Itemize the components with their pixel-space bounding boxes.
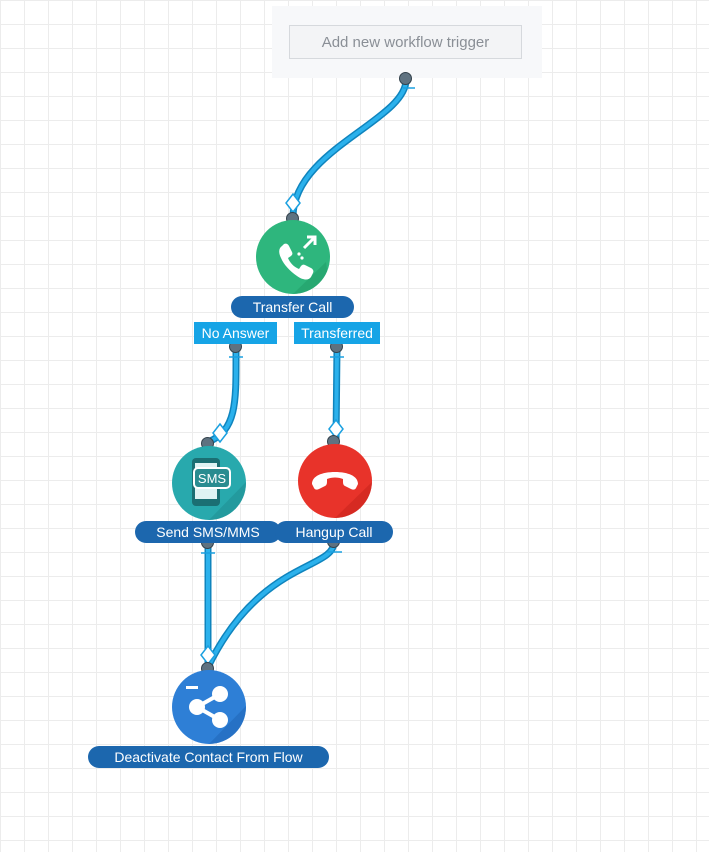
sms-phone-icon: SMS (192, 458, 246, 520)
deactivate-contact-label[interactable]: Deactivate Contact From Flow (88, 746, 329, 768)
trigger-panel: Add new workflow trigger (272, 6, 542, 78)
branch-no-answer[interactable]: No Answer (194, 322, 277, 344)
share-minus-icon (186, 686, 246, 744)
input-diamond-sms (212, 422, 228, 444)
send-sms-label[interactable]: Send SMS/MMS (135, 521, 281, 543)
phone-transfer-icon (279, 235, 330, 294)
deactivate-contact-node[interactable] (172, 670, 246, 744)
connector-trigger-transfer (289, 76, 410, 220)
hangup-call-node[interactable] (298, 444, 372, 518)
add-trigger-button[interactable]: Add new workflow trigger (289, 25, 522, 59)
port-trigger-out[interactable] (399, 72, 412, 85)
transfer-call-node[interactable] (256, 220, 330, 294)
hangup-phone-icon (312, 472, 372, 518)
sms-icon-text: SMS (198, 471, 227, 486)
transfer-call-label[interactable]: Transfer Call (231, 296, 354, 318)
hangup-call-label[interactable]: Hangup Call (275, 521, 393, 543)
branch-transferred[interactable]: Transferred (294, 322, 380, 344)
send-sms-node[interactable]: SMS (172, 446, 246, 520)
